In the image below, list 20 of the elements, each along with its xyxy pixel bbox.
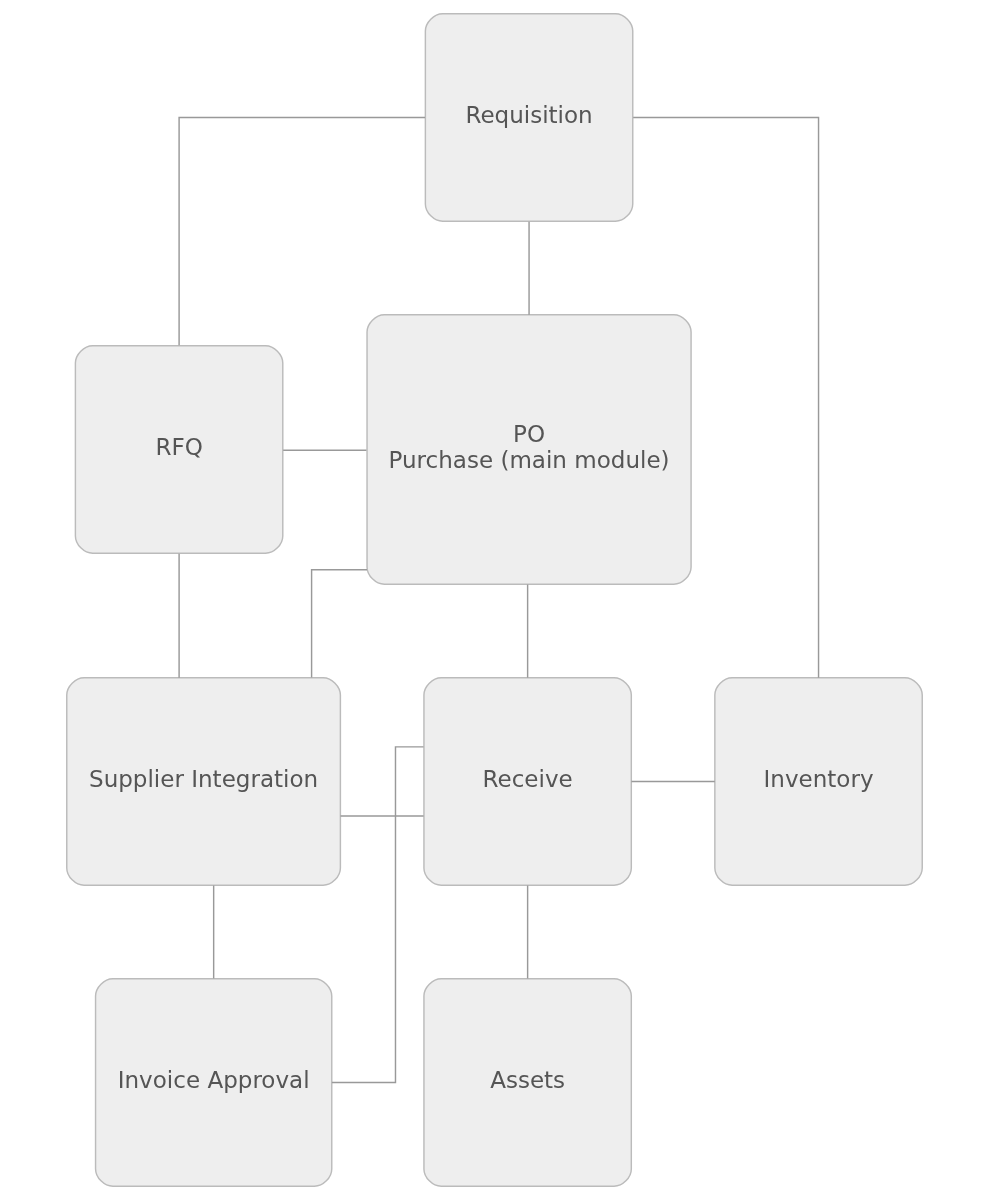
connector	[339, 815, 424, 817]
node-box: Requisition	[424, 13, 633, 222]
connector	[630, 780, 715, 783]
connector	[177, 116, 426, 347]
node-box: Assets	[422, 978, 632, 1187]
node-box: Receive	[422, 677, 632, 886]
node-box: PO Purchase (main module)	[365, 314, 692, 585]
connector	[281, 449, 367, 451]
connector	[310, 569, 368, 679]
connector	[526, 583, 528, 679]
connector	[526, 884, 528, 980]
node-box: Invoice Approval	[94, 978, 332, 1187]
node-box: RFQ	[74, 345, 283, 554]
connector	[177, 552, 180, 679]
node-box: Inventory	[713, 677, 923, 886]
connector	[631, 116, 819, 679]
connector	[330, 746, 424, 1084]
connector	[212, 884, 214, 980]
connector	[527, 220, 530, 316]
node-box: Supplier Integration	[65, 677, 341, 886]
